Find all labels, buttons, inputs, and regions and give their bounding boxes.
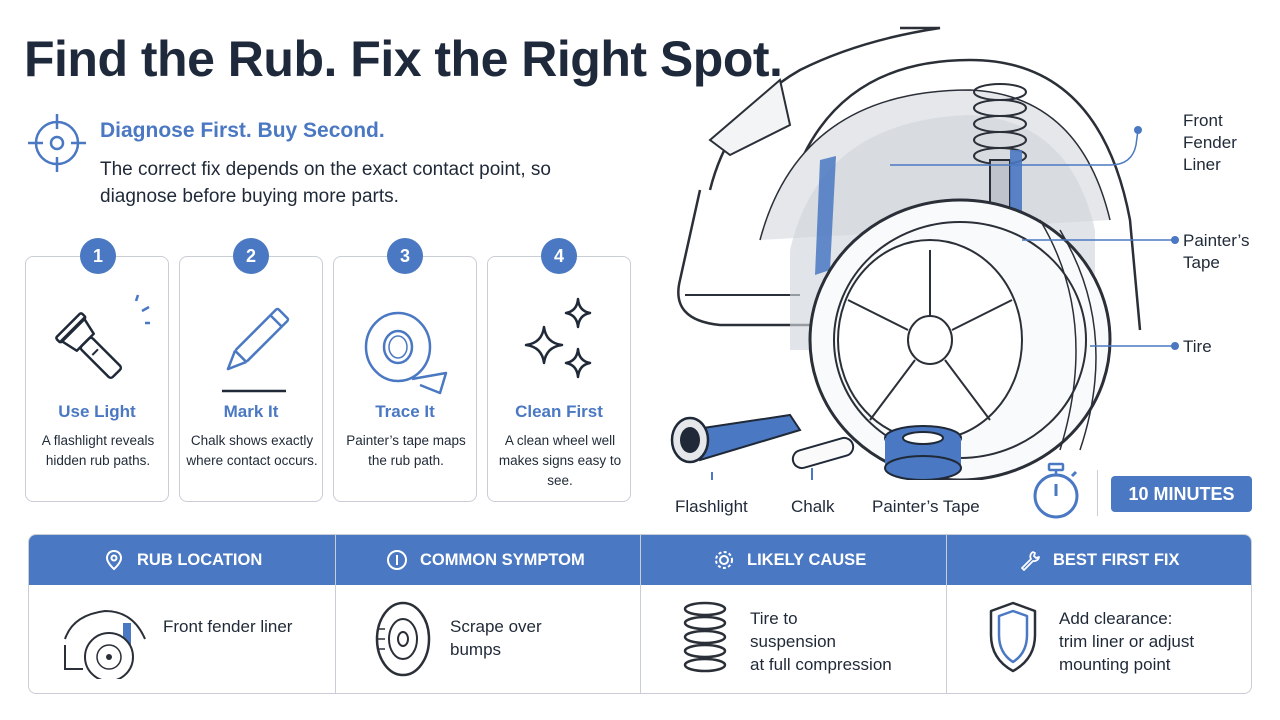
chalk-tool-icon: [791, 436, 855, 480]
step-number-badge: 1: [80, 238, 116, 274]
cell-likely-cause: Tire to suspension at full compression: [750, 609, 892, 674]
step-number-badge: 3: [387, 238, 423, 274]
wheel-well-thumbnail-icon: [64, 609, 146, 679]
callout-fender-liner: Front Fender Liner: [1183, 111, 1237, 174]
page-title: Find the Rub. Fix the Right Spot.: [24, 31, 783, 87]
timer-divider: [1097, 470, 1098, 516]
tape-roll-icon: [364, 311, 448, 395]
step-title: Use Light: [58, 402, 136, 421]
column-divider: [946, 535, 947, 693]
step-title: Clean First: [515, 402, 603, 421]
column-divider: [640, 535, 641, 693]
step-title: Trace It: [375, 402, 435, 421]
coil-spring-icon: [683, 601, 727, 673]
gear-icon: [715, 551, 733, 569]
column-divider: [335, 535, 336, 693]
step-number-badge: 2: [233, 238, 269, 274]
step-card-trace-it: Trace It Painter’s tape maps the rub pat…: [333, 256, 477, 502]
flashlight-icon: [55, 294, 150, 380]
cell-best-first-fix: Add clearance: trim liner or adjust moun…: [1059, 609, 1195, 674]
step-title: Mark It: [223, 402, 279, 421]
crosshair-target-icon: [28, 114, 86, 172]
header-common-symptom: COMMON SYMPTOM: [386, 535, 585, 585]
callout-painters-tape: Painter’s Tape: [1183, 231, 1250, 272]
header-likely-cause: LIKELY CAUSE: [713, 535, 866, 585]
step-card-use-light: Use Light A flashlight reveals hidden ru…: [25, 256, 169, 502]
info-icon: [387, 550, 407, 570]
car-wheel-well-illustration: [670, 26, 1179, 480]
tool-label-flashlight: Flashlight: [675, 497, 748, 516]
time-estimate-badge: 10 MINUTES: [1111, 476, 1252, 512]
location-pin-icon: [105, 549, 123, 571]
tape-tool-icon: [884, 425, 962, 480]
stopwatch-icon: [1033, 462, 1079, 519]
section-description: The correct fix depends on the exact con…: [100, 159, 551, 207]
step-card-clean-first: Clean First A clean wheel well makes sig…: [487, 256, 631, 502]
pencil-icon: [222, 307, 290, 393]
flashlight-tool-icon: [670, 413, 802, 480]
step-text: Chalk shows exactly where contact occurs…: [186, 433, 318, 468]
tool-label-painters-tape: Painter’s Tape: [872, 497, 980, 516]
cell-rub-location: Front fender liner: [163, 617, 293, 636]
header-rub-location: RUB LOCATION: [103, 535, 262, 585]
step-number-badge: 4: [541, 238, 577, 274]
header-best-first-fix: BEST FIRST FIX: [1019, 535, 1180, 585]
diagnosis-table: RUB LOCATION COMMON SYMPTOM LIKELY CAUSE…: [28, 534, 1252, 694]
step-card-mark-it: Mark It Chalk shows exactly where contac…: [179, 256, 323, 502]
tire-icon: [375, 601, 431, 677]
shield-icon: [989, 601, 1037, 673]
wrench-icon: [1021, 551, 1040, 571]
step-text: A clean wheel well makes signs easy to s…: [498, 433, 622, 488]
sparkle-icon: [524, 297, 592, 379]
section-subtitle: Diagnose First. Buy Second.: [100, 119, 385, 142]
step-text: Painter’s tape maps the rub path.: [346, 433, 466, 468]
cell-common-symptom: Scrape over bumps: [450, 617, 542, 659]
tool-label-chalk: Chalk: [791, 497, 835, 516]
callout-tire: Tire: [1183, 337, 1212, 356]
step-text: A flashlight reveals hidden rub paths.: [41, 433, 155, 468]
